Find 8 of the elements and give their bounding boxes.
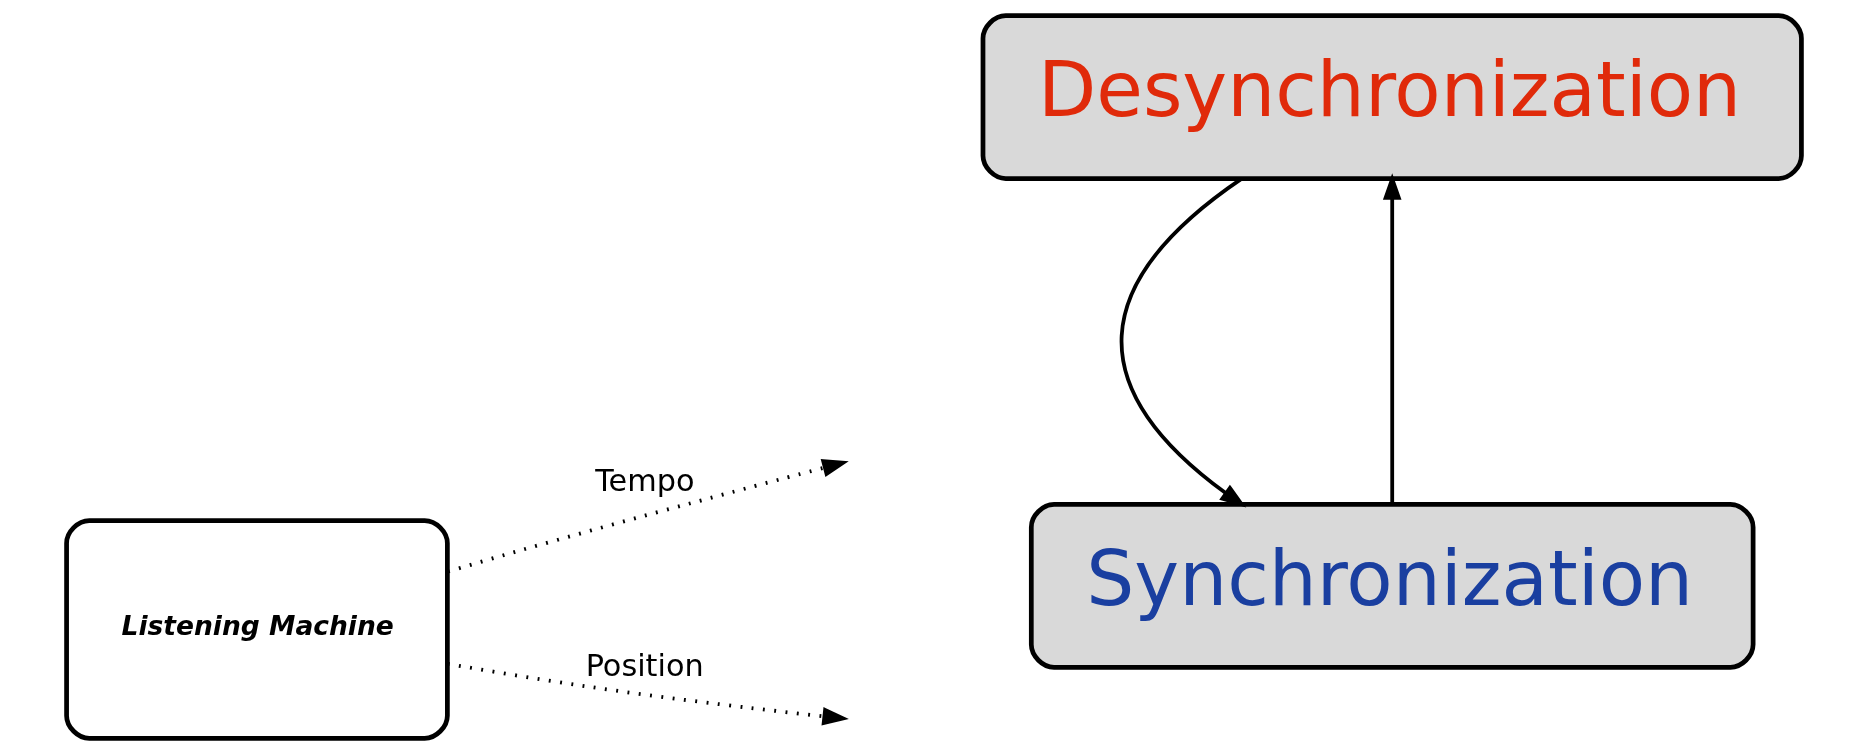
edge-label: Position (585, 648, 704, 684)
node-box: Synchronization (1028, 502, 1755, 670)
node-box: Listening Machine (63, 518, 450, 741)
edge-label: Tempo (594, 462, 694, 498)
arrow (447, 662, 849, 726)
node-box: Desynchronization (980, 13, 1804, 181)
arrow (446, 459, 849, 574)
arrow (1382, 173, 1401, 505)
